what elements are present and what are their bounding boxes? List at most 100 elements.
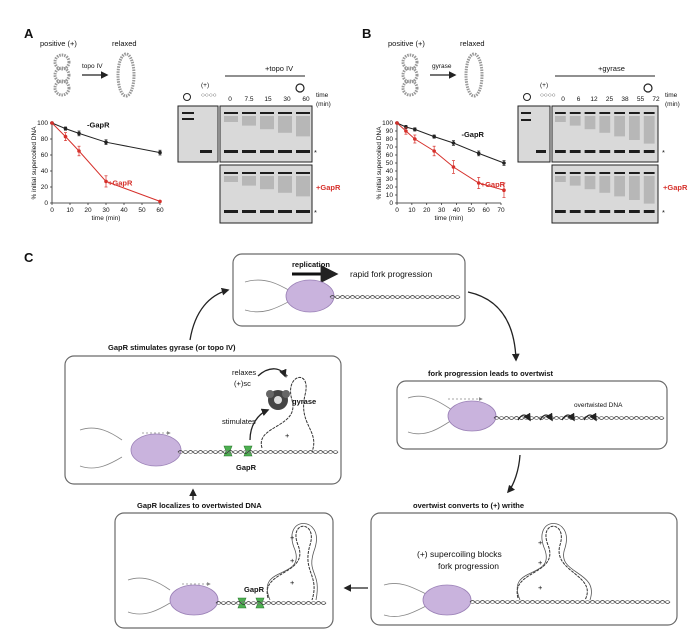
cycle-arrow	[467, 291, 520, 362]
gel-b-plus-gapr	[551, 164, 659, 224]
x-tick-label: 20	[423, 207, 431, 214]
data-point	[451, 165, 456, 169]
panel-b-letter: B	[362, 26, 371, 41]
lane-time-label: 0	[561, 96, 565, 103]
panel-c-letter: C	[24, 250, 34, 265]
gel-band	[555, 172, 566, 174]
replication-label: replication	[292, 260, 330, 269]
x-tick-label: 0	[395, 207, 399, 214]
cycle-arrow	[189, 287, 230, 341]
gel-smear	[569, 176, 581, 186]
data-point	[104, 179, 108, 184]
y-tick-label: 40	[41, 168, 49, 175]
gel-a-asterisk: *	[314, 148, 317, 157]
gel-band	[278, 150, 292, 153]
series-label: -GapR	[461, 130, 484, 139]
gel-b-treatment: +gyrase	[598, 64, 625, 73]
x-tick-label: 0	[50, 207, 54, 214]
gel-band	[614, 210, 625, 213]
lane-time-label: 25	[606, 96, 614, 103]
stimulates-label: stimulates	[222, 417, 256, 426]
data-point	[476, 181, 481, 185]
data-point	[451, 141, 456, 145]
data-point	[77, 131, 81, 136]
writhe-plus-1: +	[538, 538, 543, 547]
localize-plus-3: +	[290, 578, 295, 587]
replisome-icon	[447, 400, 497, 432]
gel-band	[224, 150, 238, 153]
x-tick-label: 20	[84, 207, 92, 214]
replisome-icon	[169, 584, 219, 616]
gel-b-gapr-label: +GapR	[663, 183, 688, 192]
gel-band	[278, 112, 292, 114]
dna-strand	[79, 427, 123, 441]
x-tick-label: 30	[438, 207, 446, 214]
lane-time-label: 72	[652, 96, 660, 103]
gel-band	[569, 210, 581, 213]
gel-band	[296, 172, 310, 174]
gel-smear	[555, 176, 566, 182]
data-point	[476, 151, 481, 156]
stimulate-plus-2: +	[285, 431, 290, 440]
supercoiled-plasmid-icon	[53, 53, 71, 97]
dna-helix	[177, 450, 339, 454]
enzyme-label: topo IV	[82, 63, 103, 70]
helix-strand	[177, 450, 339, 454]
stimulate-arrow-icon	[249, 408, 270, 441]
localize-box: GapR localizes to overtwisted DNA GapR +…	[114, 501, 334, 629]
gel-b-asterisk: *	[662, 148, 665, 157]
lane-time-label: 38	[621, 96, 629, 103]
gel-band	[643, 210, 655, 213]
cycle-arrow	[506, 454, 521, 494]
gel-a-plus-gapr	[219, 164, 313, 224]
data-point	[158, 150, 162, 155]
gel-b-plus-label: (+)	[540, 82, 548, 89]
gel-smear	[278, 116, 292, 133]
gel-band	[569, 112, 581, 114]
gel-band	[599, 112, 611, 114]
writhe-box: overtwist converts to (+) writhe (+) sup…	[370, 501, 678, 626]
gel-band	[260, 172, 274, 174]
gel-band	[521, 112, 531, 114]
series-label: +GapR	[108, 178, 133, 187]
gyrase-icon	[266, 390, 290, 410]
relaxed-marker-icon-2	[295, 83, 305, 93]
beads-icon: ○○○○	[201, 92, 217, 99]
lane-time-label: 30	[283, 96, 291, 103]
gel-b-asterisk-2: *	[662, 208, 665, 217]
localize-plus-1: +	[290, 533, 295, 542]
gel-smear	[584, 176, 596, 190]
replisome-icon	[130, 433, 182, 467]
data-point	[413, 127, 417, 132]
relaxed-plasmid-icon	[116, 52, 136, 98]
relaxed-label-b: relaxed	[460, 39, 485, 48]
gel-band	[584, 150, 596, 153]
gel-smear	[629, 176, 640, 200]
x-tick-label: 10	[66, 207, 74, 214]
gel-a-time-label: time	[316, 92, 329, 99]
gel-band	[242, 150, 256, 153]
gel-a-marker-lanes	[177, 105, 219, 163]
gel-b-bands	[521, 112, 655, 213]
y-tick-label: 0	[389, 200, 393, 207]
gel-smear	[569, 116, 581, 126]
y-tick-label: 30	[386, 176, 394, 183]
dna-strand	[407, 395, 453, 411]
rapid-fork-label: rapid fork progression	[350, 269, 432, 279]
gel-band	[584, 210, 596, 213]
y-tick-label: 70	[386, 144, 394, 151]
enzyme-label-b: gyrase	[432, 63, 452, 70]
dna-strand	[383, 583, 427, 595]
dna-helix	[493, 416, 665, 420]
gel-band	[629, 210, 640, 213]
data-point	[77, 149, 81, 153]
relaxed-marker-icon-b-2	[643, 83, 653, 93]
data-point	[432, 134, 436, 139]
gapr-label-2: GapR	[236, 463, 257, 472]
gel-band	[569, 150, 581, 153]
gel-band	[200, 150, 212, 153]
